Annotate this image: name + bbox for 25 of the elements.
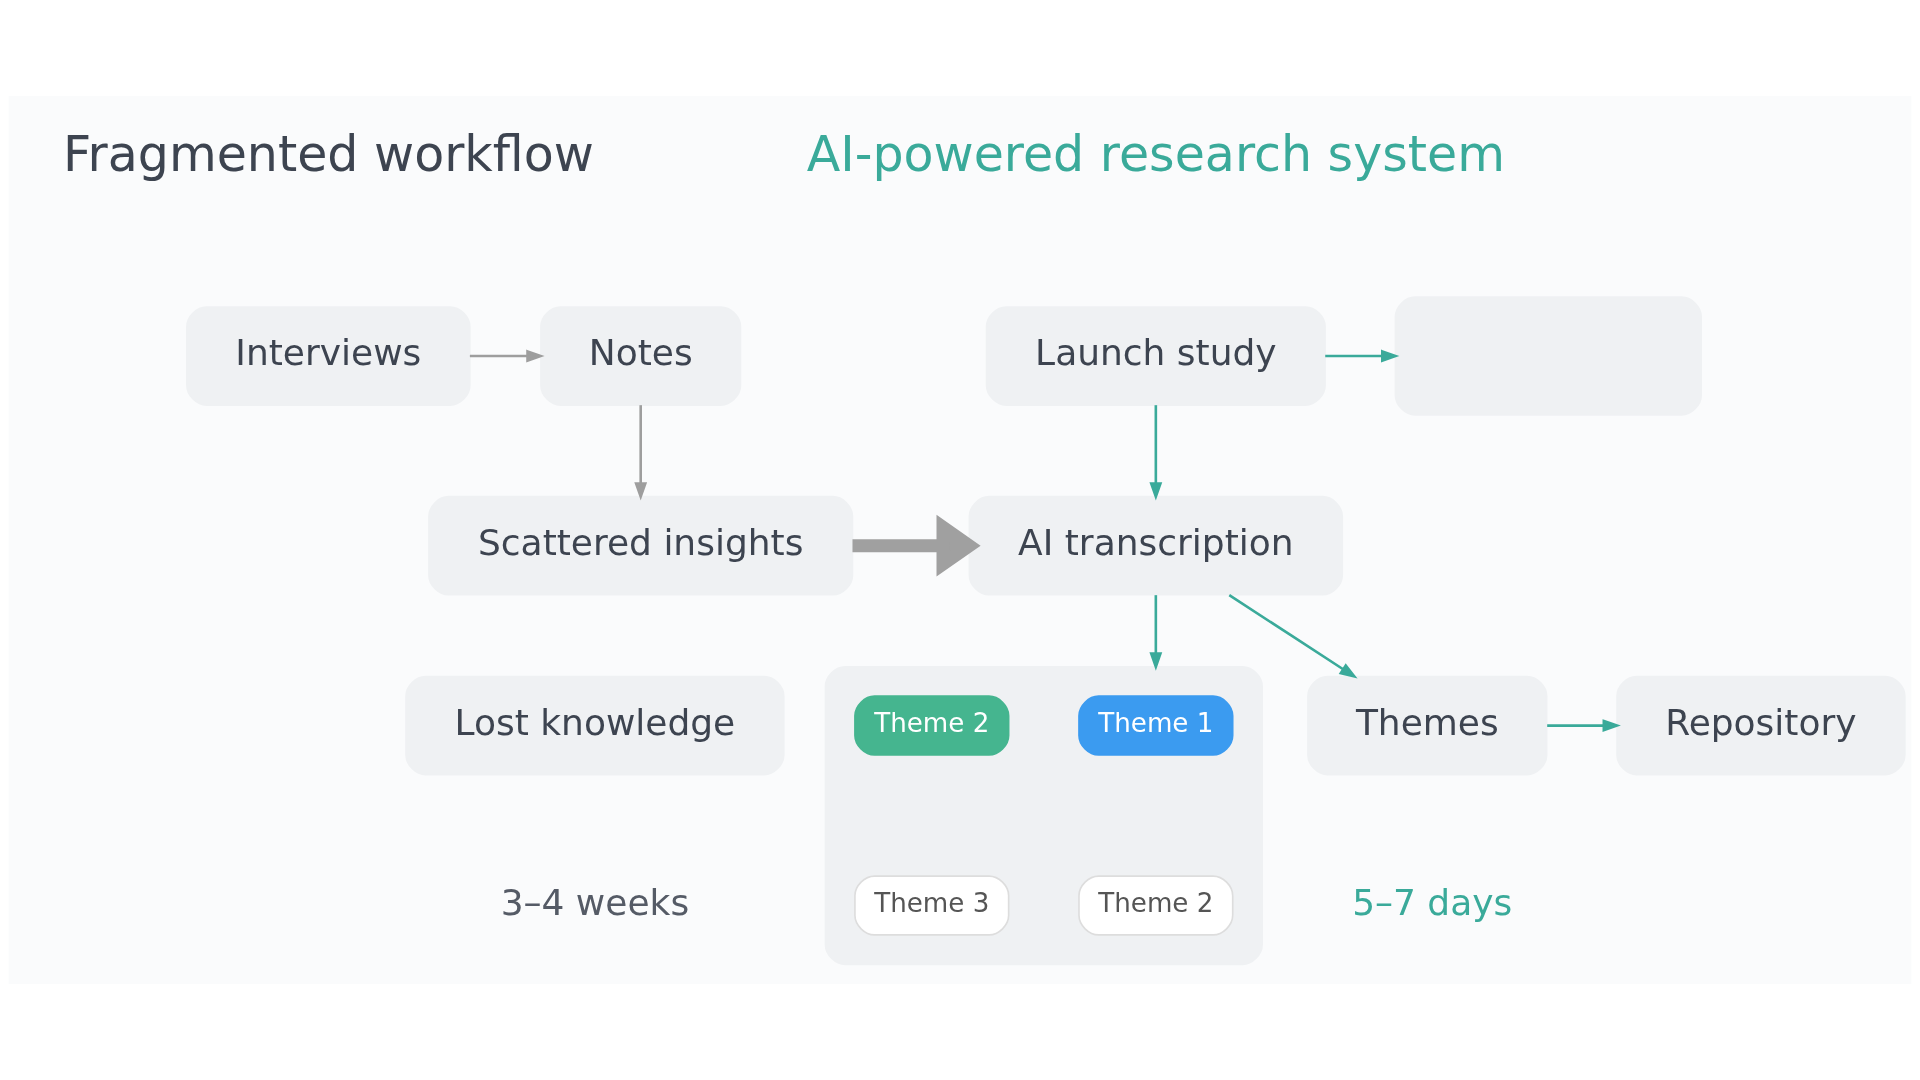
node-box: Notes [540,306,742,406]
arrow [1149,595,1163,671]
node-box: Repository [1616,675,1906,776]
node-box: Scattered insights [428,495,854,596]
node-box: Themes [1307,675,1548,776]
node-box: Interviews [186,306,471,406]
node-box: AI transcription [968,495,1344,596]
node-box: Theme 2 [1078,875,1234,936]
arrow [634,405,648,501]
node-box: Theme 2 [854,695,1010,756]
label: AI-powered research system [806,125,1505,184]
arrow [1325,349,1400,363]
node-box [1394,296,1703,416]
arrow [852,514,981,577]
arrow [1547,719,1621,733]
arrow [1149,405,1163,501]
arrow [469,349,545,363]
arrow [1228,594,1358,679]
node-box: Launch study [985,306,1326,406]
node-box: Theme 3 [854,875,1010,936]
label: 3–4 weeks [500,881,690,923]
label: Fragmented workflow [62,125,594,184]
node-box: Theme 1 [1078,695,1234,756]
cluster [824,665,1263,966]
label: 5–7 days [1352,881,1513,923]
